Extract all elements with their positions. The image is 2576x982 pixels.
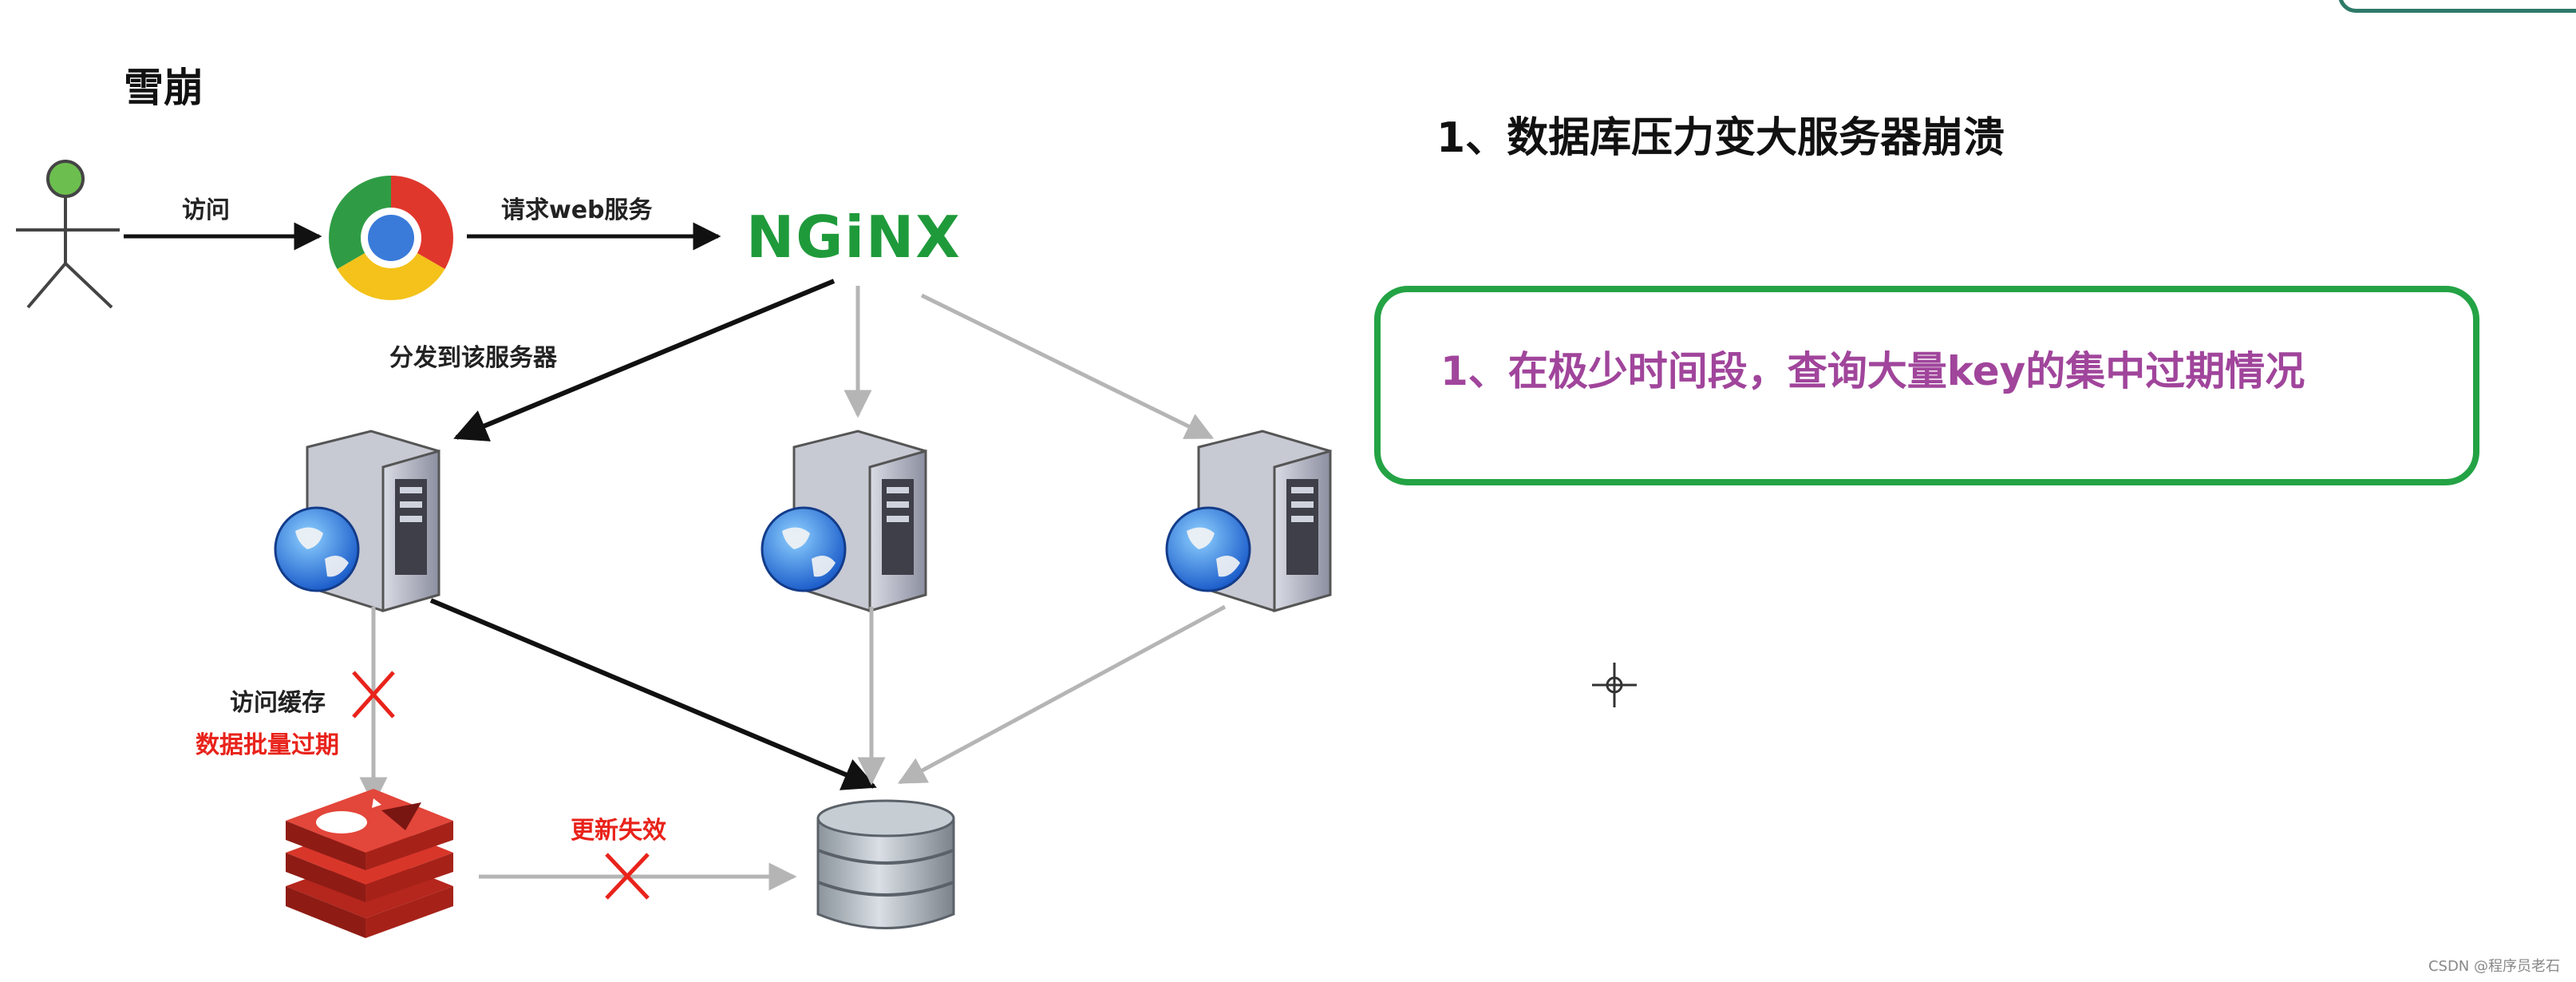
user-icon <box>16 160 120 309</box>
label-visit-cache: 访问缓存 <box>230 689 326 717</box>
page-title: 雪崩 <box>124 65 203 111</box>
server-icon <box>761 430 927 612</box>
arrow-nginx-server3 <box>920 293 1215 440</box>
arrow-server1-db <box>429 598 877 790</box>
label-request-web: 请求web服务 <box>501 196 653 224</box>
heading: 1、数据库压力变大服务器崩溃 <box>1436 114 2005 162</box>
highlight-box <box>1374 286 2479 485</box>
highlight-box-text: 1、在极少时间段，查询大量key的集中过期情况 <box>1440 348 2305 394</box>
label-dispatch: 分发到该服务器 <box>389 344 557 372</box>
label-batch-expire: 数据批量过期 <box>196 731 339 759</box>
arrow-dispatch <box>453 279 836 442</box>
watermark: CSDN @程序员老石 <box>2428 958 2560 975</box>
chrome-icon <box>329 176 453 300</box>
label-update-fail: 更新失效 <box>571 817 666 845</box>
redis-icon <box>286 789 453 938</box>
crosshair-cursor-icon <box>1592 663 1637 707</box>
arrow-server3-db <box>897 604 1227 785</box>
nginx-logo: NGiNX <box>746 204 962 271</box>
database-icon <box>816 799 955 929</box>
server-icon <box>274 430 441 612</box>
label-visit: 访问 <box>182 196 230 224</box>
server-icon <box>1165 430 1332 612</box>
cross-icon <box>352 671 395 719</box>
cross-icon <box>605 853 650 900</box>
